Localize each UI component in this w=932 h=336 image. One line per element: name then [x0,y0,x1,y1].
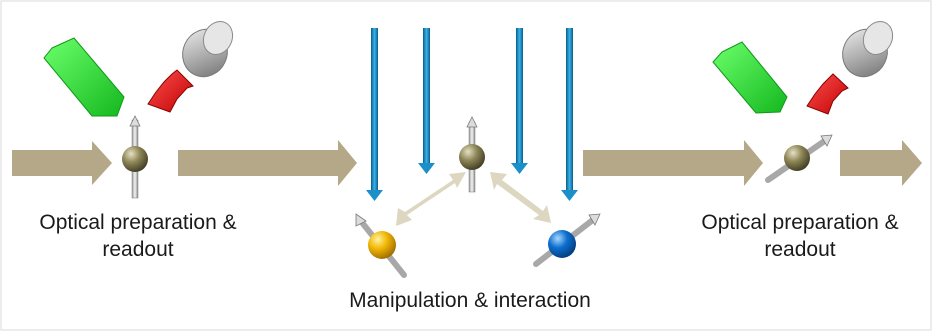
left-caption-line2: readout [102,238,174,261]
detector-icon [842,20,894,78]
flow-arrow-icon [583,140,763,186]
flow-arrow-icon [178,140,357,186]
flow-arrow-icon [12,141,112,185]
spin-qubit-icon [765,134,833,183]
left-caption: Optical preparation & readout [18,209,258,263]
microwave-pulse-icon [366,28,383,201]
spin-qubit-icon [459,116,485,193]
right-caption-line1: Optical preparation & [701,211,899,234]
middle-caption: Manipulation & interaction [349,289,591,312]
spin-qubit-icon [355,213,407,278]
interaction-arrow-icon [490,172,551,223]
right-caption: Optical preparation & readout [680,209,920,263]
spin-qubit-icon [122,115,148,199]
microwave-pulse-icon [418,28,435,174]
detector-icon [182,20,234,78]
interaction-arrow-icon [396,172,466,226]
readout-arrow-icon [147,69,194,113]
spin-qubit-icon [533,213,601,267]
microwave-pulse-icon [561,28,578,201]
laser-arrow-icon [712,41,788,114]
flow-arrow-icon [840,140,922,186]
microwave-pulse-icon [511,28,528,174]
laser-arrow-icon [43,37,125,117]
readout-arrow-icon [806,73,849,115]
right-caption-line2: readout [764,238,836,261]
left-caption-line1: Optical preparation & [39,211,237,234]
